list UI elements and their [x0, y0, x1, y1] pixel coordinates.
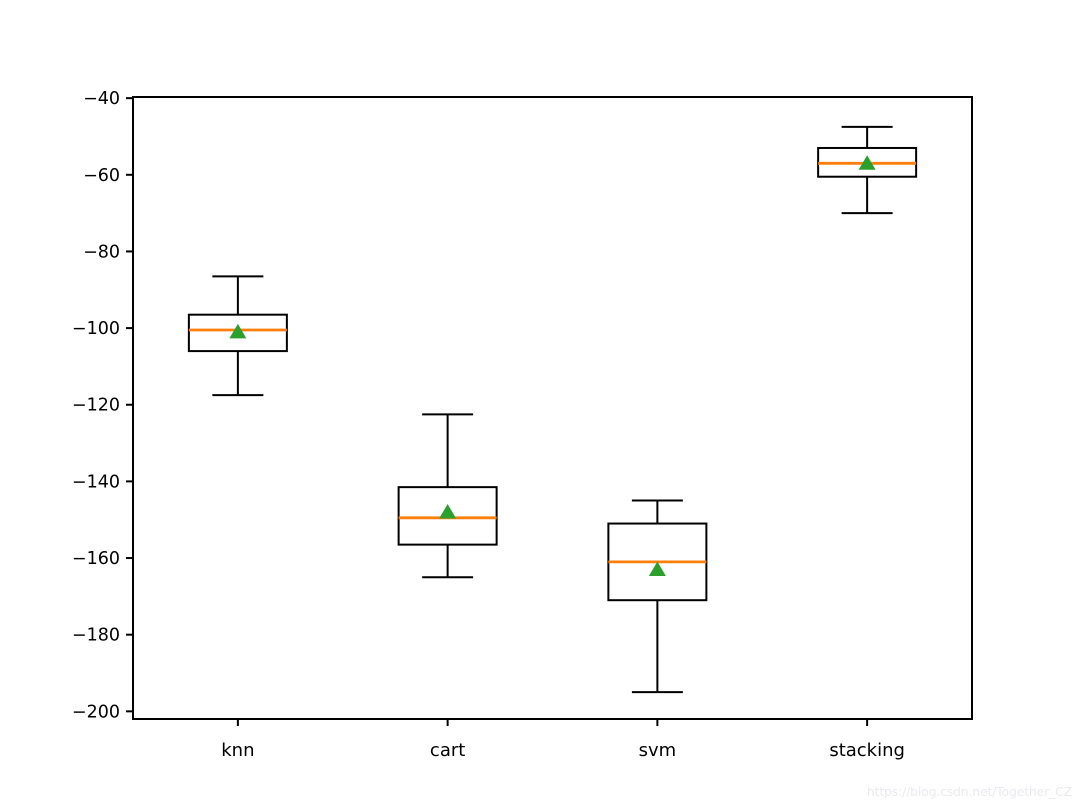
mean-marker-svm [648, 561, 666, 577]
mean-marker-cart [439, 504, 457, 519]
x-tick-label-stacking: stacking [829, 740, 905, 761]
mean-marker-knn [229, 323, 247, 339]
plot-frame [132, 96, 973, 720]
box-knn [187, 313, 288, 353]
y-tick-label: −40 [83, 89, 120, 109]
y-tick-label: −120 [72, 396, 120, 416]
x-tick-label-cart: cart [430, 740, 465, 761]
y-tick-label: −200 [72, 702, 120, 722]
y-tick-label: −160 [72, 549, 120, 569]
y-tick-label: −60 [83, 166, 120, 186]
y-tick-label: −140 [72, 472, 120, 492]
mean-marker-stacking [858, 155, 876, 170]
y-tick-label: −80 [83, 242, 120, 262]
x-tick-label-knn: knn [221, 740, 254, 761]
x-tick-label-svm: svm [639, 740, 677, 761]
y-tick-label: −100 [72, 319, 120, 339]
y-tick-label: −180 [72, 626, 120, 646]
